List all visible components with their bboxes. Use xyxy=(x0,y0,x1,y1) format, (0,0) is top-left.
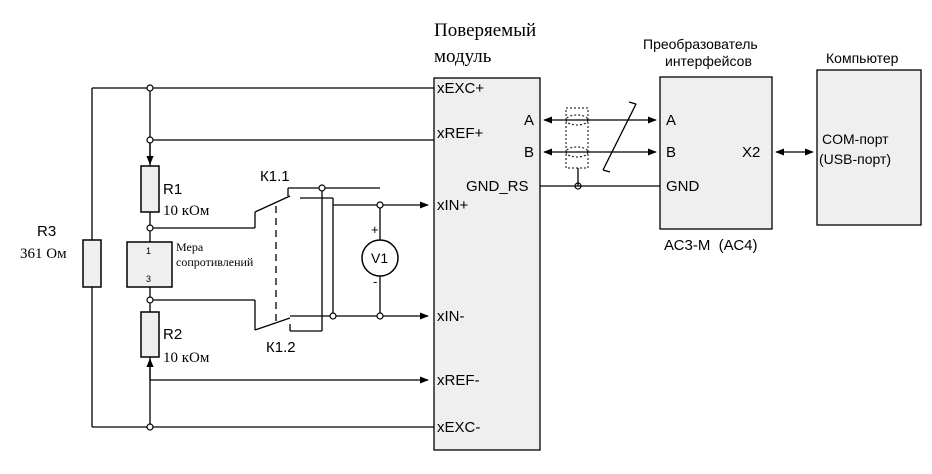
pin-exc-plus: xEXC+ xyxy=(437,80,484,97)
converter-title-1: Преобразователь xyxy=(643,36,758,52)
r1-value: 10 кОм xyxy=(163,203,210,219)
r1-name: R1 xyxy=(163,181,182,198)
standard-label-2: сопротивлений xyxy=(176,255,254,269)
converter-title-2: интерфейсов xyxy=(665,53,752,69)
relay-k12: К1.2 xyxy=(266,339,296,356)
r2-resistor xyxy=(140,311,160,358)
converter-pin-gnd: GND xyxy=(666,178,700,195)
r1-resistor xyxy=(140,165,160,213)
converter-box xyxy=(659,76,773,230)
r2-name: R2 xyxy=(163,326,182,343)
relay-k11: К1.1 xyxy=(260,168,290,185)
r2-value: 10 кОм xyxy=(163,350,210,366)
pin-gnd-rs: GND_RS xyxy=(466,178,529,195)
r3-value: 361 Ом xyxy=(20,246,67,262)
pin-ref-minus: xREF- xyxy=(437,372,480,389)
r3-name: R3 xyxy=(37,223,56,240)
pin-exc-minus: xEXC- xyxy=(437,419,480,436)
pin-in-minus: xIN- xyxy=(437,308,465,325)
r3-resistor xyxy=(82,239,102,288)
standard-pin-3: 3 xyxy=(146,274,151,284)
converter-pin-b: B xyxy=(666,144,676,161)
voltmeter xyxy=(361,239,399,277)
voltmeter-minus: - xyxy=(373,274,377,289)
pin-module-a: A xyxy=(524,112,534,129)
pin-in-plus: xIN+ xyxy=(437,197,469,214)
converter-pin-a: A xyxy=(666,112,676,129)
computer-port-2: (USB-порт) xyxy=(819,151,891,167)
computer-port-1: COM-порт xyxy=(822,131,889,147)
computer-title: Компьютер xyxy=(826,50,899,66)
resistance-standard xyxy=(126,241,173,288)
voltmeter-plus: + xyxy=(371,222,379,237)
module-title-2: модуль xyxy=(434,46,492,67)
computer-box xyxy=(816,69,922,226)
converter-model: АС3-М (АС4) xyxy=(664,237,758,254)
rs485-link xyxy=(540,101,660,187)
standard-label-1: Мера xyxy=(176,240,204,254)
module-box xyxy=(433,77,541,451)
converter-pin-x2: X2 xyxy=(742,144,760,161)
module-title-1: Поверяемый xyxy=(434,20,536,41)
pin-ref-plus: xREF+ xyxy=(437,125,484,142)
standard-pin-1: 1 xyxy=(146,246,151,256)
relay-switches xyxy=(254,187,334,332)
voltmeter-name: V1 xyxy=(371,250,388,266)
pin-module-b: B xyxy=(524,144,534,161)
